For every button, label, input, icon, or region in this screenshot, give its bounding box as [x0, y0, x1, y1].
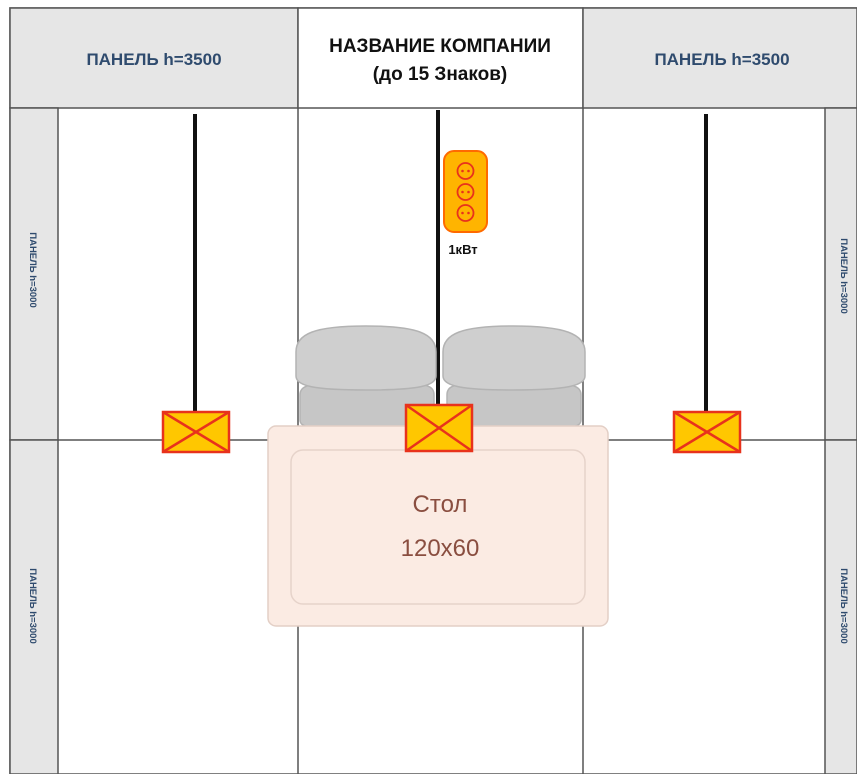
lamp-left-icon [161, 410, 231, 454]
chair-right-back [442, 325, 586, 391]
power-socket-label: 1кВт [448, 242, 477, 257]
table-size: 120х60 [401, 535, 480, 562]
top-panel-left: ПАНЕЛЬ h=3500 [9, 7, 299, 109]
side-panel-right-upper-label: ПАНЕЛЬ h=3000 [838, 238, 849, 314]
company-name-line1: НАЗВАНИЕ КОМПАНИИ [329, 36, 551, 57]
side-panel-left-lower: ПАНЕЛЬ h=3000 [9, 439, 59, 774]
top-panel-left-label: ПАНЕЛЬ h=3500 [86, 50, 221, 69]
lamp-cables [193, 110, 708, 414]
table-top [267, 425, 609, 627]
socket-outlet-2 [456, 183, 475, 201]
table: Стол 120х60 [267, 425, 609, 627]
socket-outlet-3 [456, 204, 475, 222]
side-panel-left-upper: ПАНЕЛЬ h=3000 [9, 107, 59, 441]
table-name: Стол [413, 491, 468, 518]
side-panel-right-lower-label: ПАНЕЛЬ h=3000 [838, 568, 849, 644]
power-socket-icon [443, 150, 488, 233]
side-panel-right-upper: ПАНЕЛЬ h=3000 [824, 107, 857, 441]
chair-right [442, 325, 586, 431]
side-panel-right-lower: ПАНЕЛЬ h=3000 [824, 439, 857, 774]
company-name-panel: НАЗВАНИЕ КОМПАНИИ (до 15 Знаков) [297, 7, 584, 109]
socket-outlet-1 [456, 162, 475, 180]
chair-left-back [295, 325, 437, 391]
top-panel-right: ПАНЕЛЬ h=3500 [582, 7, 857, 109]
side-panel-left-lower-label: ПАНЕЛЬ h=3000 [27, 568, 38, 644]
top-panel-right-label: ПАНЕЛЬ h=3500 [654, 50, 789, 69]
chair-left [295, 325, 437, 431]
lamp-right-icon [672, 410, 742, 454]
side-panel-left-upper-label: ПАНЕЛЬ h=3000 [27, 232, 38, 308]
lamp-center-icon [404, 403, 474, 453]
company-name-line2: (до 15 Знаков) [373, 64, 508, 85]
